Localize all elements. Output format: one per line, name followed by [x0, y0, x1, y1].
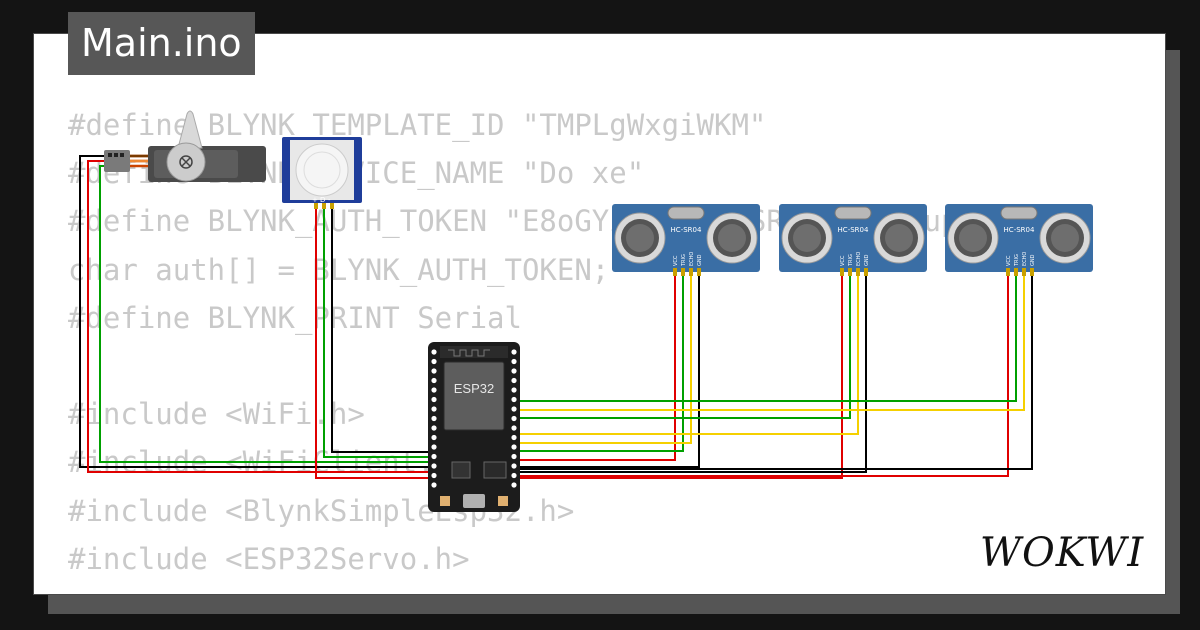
esp32-pin	[511, 425, 517, 431]
wire-sensor1-trig	[514, 272, 684, 452]
wire-pir-vcc	[315, 206, 432, 479]
pir-pin-minus: -	[328, 196, 331, 204]
esp32-pin	[431, 463, 437, 469]
wire-sensor3-trig	[514, 272, 1017, 402]
code-line: #define BLYNK_TEMPLATE_ID "TMPLgWxgiWKM"	[68, 108, 767, 142]
pir-pin-data: D	[320, 196, 325, 204]
esp32-pin	[431, 425, 437, 431]
sensor-pin-label: ECHO	[689, 252, 695, 266]
sensor-pin-label: VCC	[840, 255, 846, 266]
esp32-pin	[511, 415, 517, 422]
esp32-pin	[431, 406, 437, 412]
wire-sensor2-trig	[514, 272, 851, 419]
servo-motor[interactable]	[104, 110, 266, 182]
wire-sensor2-echo	[514, 272, 859, 435]
sensor-pin-label: TRIG	[848, 254, 854, 267]
esp32-pin	[511, 349, 517, 355]
esp32-pin	[431, 396, 437, 403]
esp32-pin	[431, 472, 437, 479]
wire-sensor3-echo	[514, 272, 1025, 411]
wire-servo-signal	[99, 165, 432, 463]
wire-sensor3-gnd	[514, 272, 1033, 470]
esp32-board[interactable]: ESP32	[428, 342, 520, 512]
file-tab[interactable]: Main.ino	[68, 12, 255, 75]
esp32-pin	[511, 482, 517, 488]
esp32-pin	[431, 387, 437, 393]
esp32-pin	[511, 463, 517, 469]
esp32-label: ESP32	[454, 381, 494, 396]
sensor-pin-label: VCC	[673, 255, 679, 266]
esp32-pin	[511, 368, 517, 374]
pir-motion-sensor[interactable]: + D -	[282, 137, 362, 209]
wire-sensor2-gnd	[514, 272, 867, 473]
esp32-pin	[431, 444, 437, 450]
esp32-pin	[431, 358, 437, 365]
wire-servo-vcc	[87, 160, 432, 473]
esp32-pin	[511, 387, 517, 393]
sensor-model-label: HC-SR04	[1004, 226, 1035, 234]
wire-pir-data	[323, 206, 432, 458]
code-line: #include <ESP32Servo.h>	[68, 541, 470, 576]
wire-sensor1-echo	[514, 272, 692, 444]
esp32-pin	[511, 377, 517, 384]
esp32-pin	[431, 349, 437, 355]
esp32-pin	[431, 368, 437, 374]
code-line: #define BLYNK_PRINT Serial	[68, 300, 522, 335]
sensor-pin-label: TRIG	[1014, 254, 1020, 267]
sensor-pin-label: GND	[697, 254, 703, 266]
sensor-model-label: HC-SR04	[838, 226, 869, 234]
wires	[79, 155, 1033, 479]
wire-sensor1-vcc	[514, 272, 676, 461]
sensor-pin-label: ECHO	[1022, 252, 1028, 266]
esp32-pin	[431, 415, 437, 422]
esp32-pin	[431, 482, 437, 488]
esp32-pin	[511, 434, 517, 441]
esp32-pin	[511, 453, 517, 460]
esp32-pin	[431, 453, 437, 460]
wire-sensor3-vcc	[514, 272, 1009, 477]
sensor-model-label: HC-SR04	[671, 226, 702, 234]
sensor-pin-label: TRIG	[681, 254, 687, 267]
wokwi-logo: WOKWI	[980, 530, 1144, 576]
esp32-pin	[511, 406, 517, 412]
pir-pin-plus: +	[312, 196, 318, 204]
wire-pir-gnd	[331, 206, 432, 453]
esp32-pin	[511, 444, 517, 450]
wire-sensor2-vcc	[514, 272, 843, 479]
wire-sensor1-gnd	[514, 272, 700, 468]
sensor-pin-label: GND	[1030, 254, 1036, 266]
sensor-pin-label: ECHO	[856, 252, 862, 266]
esp32-pin	[431, 377, 437, 384]
esp32-pin	[511, 472, 517, 479]
esp32-pin	[511, 396, 517, 403]
esp32-pin	[511, 358, 517, 365]
sensor-pin-label: VCC	[1006, 255, 1012, 266]
esp32-pin-headers	[431, 349, 517, 488]
code-line: #include <WiFi.h>	[68, 397, 365, 432]
wire-servo-gnd	[79, 155, 432, 468]
sensor-pin-label: GND	[864, 254, 870, 266]
esp32-pin	[431, 434, 437, 441]
